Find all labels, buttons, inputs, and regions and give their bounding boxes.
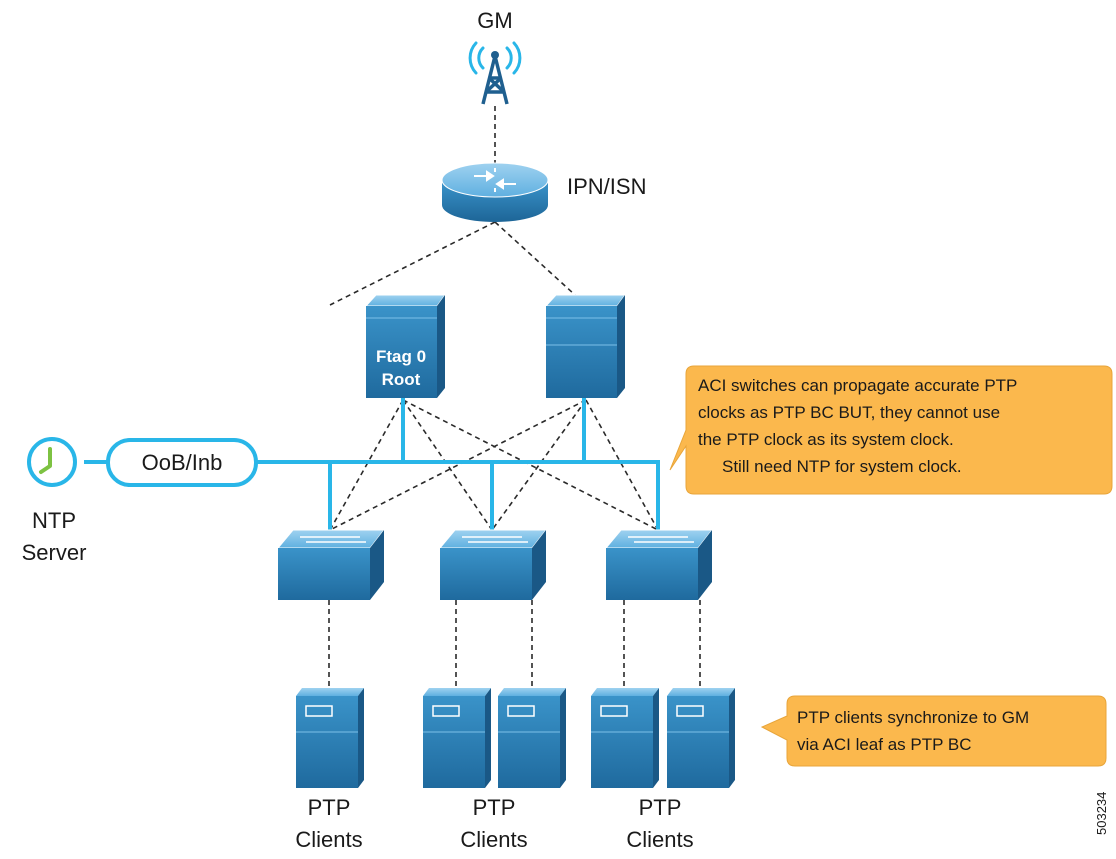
client-group-1-line2: Clients <box>295 827 362 852</box>
spine2-leaf2-link <box>491 399 587 531</box>
oob-inb-label: OoB/Inb <box>142 450 223 475</box>
gm-label: GM <box>477 8 512 33</box>
spine-label-root: Root <box>382 370 421 389</box>
router-spine1-link <box>329 221 496 306</box>
spine1-leaf1-link <box>329 399 404 531</box>
aci-callout-line1: ACI switches can propagate accurate PTP <box>698 376 1017 395</box>
spine2-leaf1-link <box>329 399 587 531</box>
router-icon: IPN/ISN <box>441 162 646 222</box>
client-group-2-line1: PTP <box>473 795 516 820</box>
aci-callout: ACI switches can propagate accurate PTP … <box>669 365 1113 495</box>
spine-switch-2 <box>544 294 626 398</box>
ptp-callout: PTP clients synchronize to GM via ACI le… <box>760 695 1107 767</box>
oob-inb-box: OoB/Inb <box>106 438 258 487</box>
leaf-switch-3 <box>604 529 714 600</box>
client-group-1-line1: PTP <box>308 795 351 820</box>
client-group-3-line2: Clients <box>626 827 693 852</box>
leaf-switch-1 <box>276 529 386 600</box>
gm-antenna-icon: GM <box>468 8 522 105</box>
server-icon <box>498 688 566 788</box>
server-icon <box>423 688 491 788</box>
spine1-leaf3-link <box>402 399 659 531</box>
server-icon <box>591 688 659 788</box>
clock-icon <box>27 437 77 487</box>
router-spine2-link <box>494 221 587 306</box>
aci-callout-line3: the PTP clock as its system clock. <box>698 430 954 449</box>
leaf-switch-2 <box>438 529 548 600</box>
ptp-callout-line1: PTP clients synchronize to GM <box>797 708 1029 727</box>
spine-label-ftag: Ftag 0 <box>376 347 426 366</box>
aci-callout-line2: clocks as PTP BC BUT, they cannot use <box>698 403 1000 422</box>
ntp-label-line2: Server <box>22 540 87 565</box>
figure-id: 503234 <box>1094 792 1109 835</box>
client-group-3-line1: PTP <box>639 795 682 820</box>
router-label: IPN/ISN <box>567 174 646 199</box>
server-icon <box>296 688 364 788</box>
mgmt-bus <box>84 396 660 532</box>
aci-callout-line4: Still need NTP for system clock. <box>722 457 962 476</box>
signal-waves-icon <box>468 41 522 75</box>
spine-switch-1: Ftag 0 Root <box>364 294 446 398</box>
spine1-leaf2-link <box>402 399 493 531</box>
spine2-leaf3-link <box>585 399 659 531</box>
dashed-links <box>328 106 701 690</box>
ptp-callout-line2: via ACI leaf as PTP BC <box>797 735 971 754</box>
server-icon <box>667 688 735 788</box>
client-group-2-line2: Clients <box>460 827 527 852</box>
ntp-label-line1: NTP <box>32 508 76 533</box>
